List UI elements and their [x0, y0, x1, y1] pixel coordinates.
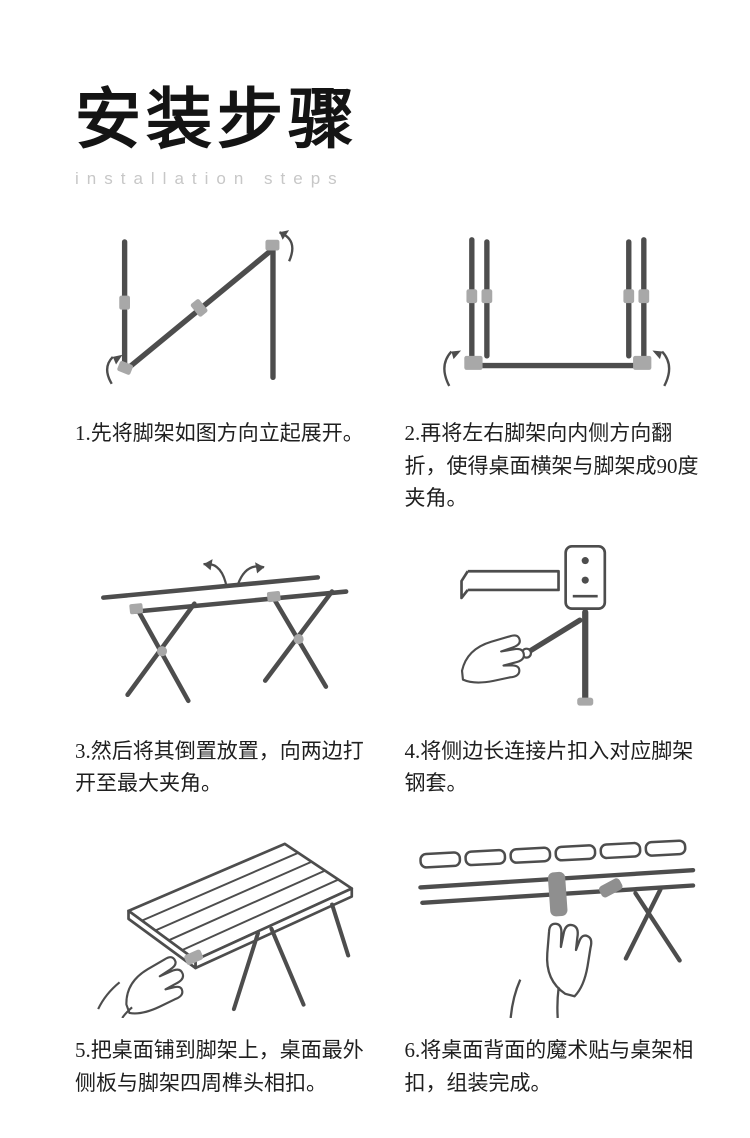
step-2-caption: 2.再将左右脚架向内侧方向翻折，使得桌面横架与脚架成90度夹角。 — [404, 421, 699, 511]
step-1: 1.先将脚架如图方向立起展开。 — [75, 229, 379, 515]
step-3-illustration — [75, 541, 379, 719]
step-4-caption: 4.将侧边长连接片扣入对应脚架钢套。 — [404, 738, 694, 796]
step-6-illustration — [405, 826, 709, 1019]
step-1-caption: 1.先将脚架如图方向立起展开。 — [75, 421, 364, 446]
step-2: 2.再将左右脚架向内侧方向翻折，使得桌面横架与脚架成90度夹角。 — [405, 229, 709, 515]
step-3: 3.然后将其倒置放置，向两边打开至最大夹角。 — [75, 541, 379, 800]
hand-attaching-side-connector-strip-illustration — [459, 544, 606, 706]
step-4: 4.将侧边长连接片扣入对应脚架钢套。 — [405, 541, 709, 800]
page-subtitle: installation steps — [75, 169, 345, 189]
step-2-illustration — [405, 229, 709, 401]
step-5-caption: 5.把桌面铺到脚架上，桌面最外侧板与脚架四周榫头相扣。 — [75, 1038, 364, 1095]
step-6: 6.将桌面背面的魔术贴与桌架相扣，组装完成。 — [405, 826, 709, 1099]
step-4-illustration — [405, 541, 709, 719]
step-1-illustration — [75, 229, 379, 401]
side-frames-folded-90-degree-u-shape-illustration — [442, 237, 670, 387]
step-6-caption: 6.将桌面背面的魔术贴与桌架相扣，组装完成。 — [404, 1038, 694, 1095]
leg-frame-unfolded-z-shape-illustration — [105, 230, 294, 385]
page-header: 安装步骤 installation steps — [75, 86, 708, 189]
step-5: 5.把桌面铺到脚架上，桌面最外侧板与脚架四周榫头相扣。 — [75, 826, 379, 1099]
hand-laying-tabletop-slats-on-stand-illustration — [97, 842, 354, 1019]
steps-grid: 1.先将脚架如图方向立起展开。 — [75, 229, 708, 1099]
step-5-illustration — [75, 826, 379, 1019]
page-title: 安装步骤 — [75, 84, 359, 157]
step-3-caption: 3.然后将其倒置放置，向两边打开至最大夹角。 — [75, 738, 364, 796]
hand-fastening-velcro-under-tabletop-illustration — [417, 839, 695, 1019]
inverted-stand-x-legs-opened-illustration — [101, 559, 349, 704]
